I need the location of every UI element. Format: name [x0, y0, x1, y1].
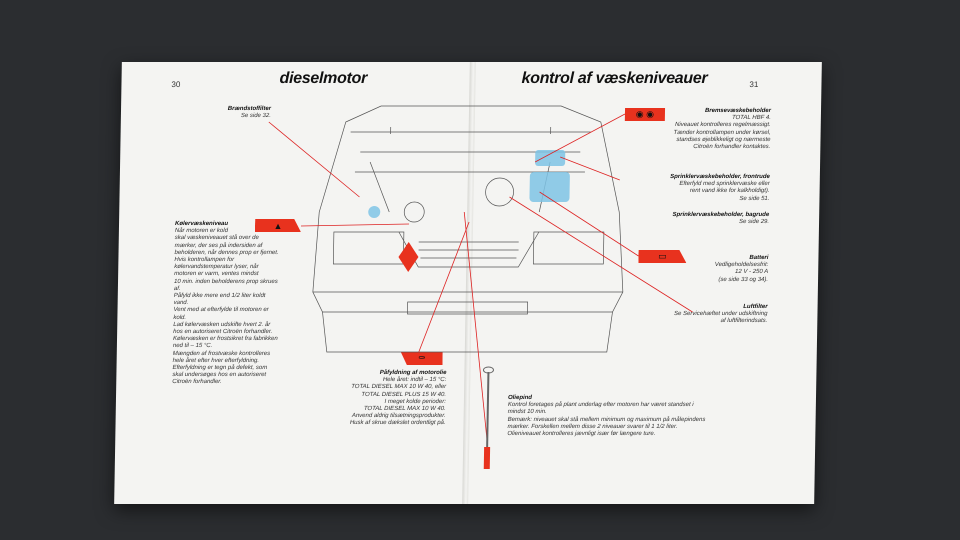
blue-parts — [368, 150, 570, 218]
car-outline — [312, 105, 624, 353]
dipstick — [482, 366, 494, 469]
engine-diagram — [268, 105, 693, 469]
leader-lines — [268, 113, 693, 443]
booklet: 30 dieselmotor Brændstoffilter Se side 3… — [114, 62, 822, 504]
citroen-logo — [398, 242, 419, 272]
